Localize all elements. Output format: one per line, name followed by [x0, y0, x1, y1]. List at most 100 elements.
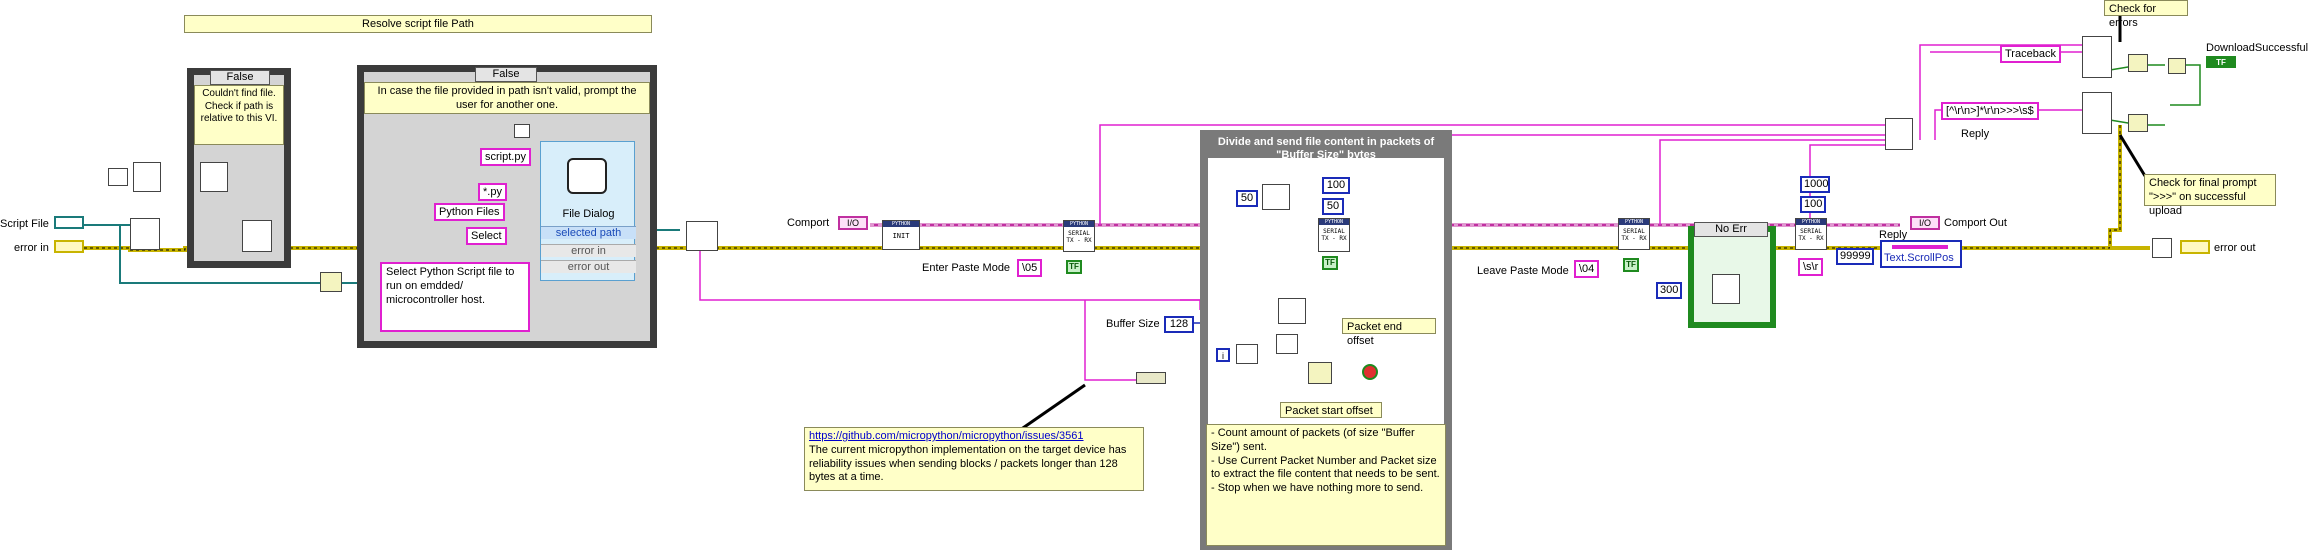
add-icon[interactable]	[1276, 334, 1298, 354]
file-exists-vi[interactable]	[242, 220, 272, 252]
const-99999[interactable]: 99999	[1836, 248, 1874, 265]
github-note: https://github.com/micropython/micropyth…	[804, 427, 1144, 491]
resolve-path-label: Resolve script file Path	[184, 15, 652, 33]
match-pattern-2[interactable]	[2082, 92, 2112, 134]
greater-icon[interactable]	[1308, 362, 1332, 384]
in-case-note: In case the file provided in path isn't …	[364, 82, 650, 114]
path-vi[interactable]	[130, 218, 160, 250]
script-py-const[interactable]: script.py	[480, 148, 531, 166]
init-vi[interactable]: PYTHON INIT	[882, 220, 920, 250]
build-array-vi[interactable]	[1885, 118, 1913, 150]
buffer-size-const[interactable]: 128	[1164, 316, 1194, 333]
cant-find-case-label: False	[226, 71, 254, 83]
cant-find-case: Couldn't find file. Check if path is rel…	[187, 68, 291, 268]
python-files-const[interactable]: Python Files	[434, 203, 505, 221]
strip-path-vi[interactable]	[133, 162, 161, 192]
path-prompt-vi[interactable]	[686, 221, 718, 251]
iteration-terminal: i	[1216, 348, 1230, 362]
enter-paste-const[interactable]: \05	[1017, 259, 1043, 277]
script-file-label: Script File	[0, 218, 49, 230]
cant-find-note: Couldn't find file. Check if path is rel…	[194, 85, 284, 145]
compare-2[interactable]	[2128, 114, 2148, 132]
const-300[interactable]: 300	[1656, 282, 1682, 299]
leave-paste-bool[interactable]: TF	[1623, 258, 1639, 272]
init-vi-tag: PYTHON	[883, 221, 919, 227]
init-vi-label: INIT	[892, 232, 910, 240]
traceback-const[interactable]: Traceback	[2000, 45, 2061, 63]
cr-const[interactable]: \s\r	[1798, 258, 1824, 276]
const-1000[interactable]: 1000	[1800, 176, 1830, 193]
compare-icon[interactable]	[320, 272, 342, 292]
serial-2-tag: PYTHON	[1319, 219, 1349, 225]
const-100a[interactable]: 100	[1322, 177, 1350, 194]
serial-4-label: SERIAL TX - RX	[1798, 228, 1824, 242]
enter-paste-bool[interactable]: TF	[1066, 260, 1082, 274]
const-100b[interactable]: 100	[1800, 196, 1826, 213]
comport-label: Comport	[787, 217, 830, 229]
folder-ref-icon[interactable]	[514, 124, 530, 138]
serial-4-tag: PYTHON	[1796, 219, 1826, 225]
file-dialog-icon	[567, 158, 607, 194]
serial-2-bool[interactable]: TF	[1322, 256, 1338, 270]
build-path-vi[interactable]	[200, 162, 228, 192]
compare-1[interactable]	[2128, 54, 2148, 72]
fd-error-out: error out	[541, 260, 636, 273]
multiply-icon[interactable]	[1236, 344, 1258, 364]
serial-tx-rx-2[interactable]: PYTHON SERIAL TX - RX	[1318, 218, 1350, 252]
error-in-terminal[interactable]	[54, 240, 84, 253]
serial-tx-rx-4[interactable]: PYTHON SERIAL TX - RX	[1795, 218, 1827, 250]
buffer-shift-register	[1136, 372, 1166, 384]
github-link[interactable]: https://github.com/micropython/micropyth…	[809, 430, 1084, 442]
comport-tag: I/O	[846, 218, 859, 228]
text-scrollpos[interactable]: Text.ScrollPos	[1880, 240, 1962, 268]
stop-icon[interactable]	[1362, 364, 1378, 380]
file-dialog[interactable]: File Dialog selected path error in error…	[540, 141, 636, 281]
merge-errors-vi[interactable]	[2152, 238, 2172, 258]
buffer-size-label: Buffer Size	[1106, 318, 1160, 330]
script-file-terminal[interactable]	[54, 216, 84, 229]
no-err-selector[interactable]: No Err	[1694, 222, 1768, 237]
error-wire	[60, 125, 2150, 252]
fd-selected-path: selected path	[541, 226, 636, 239]
select-note: Select Python Script file to run on emdd…	[380, 262, 530, 332]
const-50a[interactable]: 50	[1236, 190, 1258, 207]
comport-out-terminal[interactable]: I/O	[1910, 216, 1940, 230]
cant-find-selector[interactable]: False	[210, 70, 270, 85]
serial-1-tag: PYTHON	[1064, 221, 1094, 227]
regex-const[interactable]: [^\r\n>]*\r\n>>>\s$	[1941, 102, 2039, 120]
comport-terminal[interactable]: I/O	[838, 216, 868, 230]
serial-2-label: SERIAL TX - RX	[1321, 228, 1347, 242]
comport-out-label: Comport Out	[1944, 217, 2007, 229]
text-scrollpos-label: Text.ScrollPos	[1884, 252, 1954, 264]
match-pattern-1[interactable]	[2082, 36, 2112, 78]
serial-1-label: SERIAL TX - RX	[1066, 230, 1092, 244]
download-success-value: TF	[2216, 58, 2226, 67]
string-subset-vi[interactable]	[1278, 298, 1306, 324]
leave-paste-const[interactable]: \04	[1574, 260, 1600, 278]
count-note-2: - Use Current Packet Number and Packet s…	[1211, 454, 1440, 481]
wait-icon-2[interactable]	[1712, 274, 1740, 304]
github-note-text: The current micropython implementation o…	[809, 443, 1127, 484]
count-note-1: - Count amount of packets (of size "Buff…	[1211, 427, 1415, 453]
const-50b[interactable]: 50	[1322, 198, 1344, 215]
leave-paste-label: Leave Paste Mode	[1477, 265, 1569, 277]
count-note: - Count amount of packets (of size "Buff…	[1206, 424, 1446, 546]
in-case-case-label: False	[492, 68, 520, 80]
serial-tx-rx-1[interactable]: PYTHON SERIAL TX - RX	[1063, 220, 1095, 252]
error-out-terminal[interactable]	[2180, 240, 2210, 254]
star-py-const[interactable]: *.py	[478, 183, 507, 201]
serial-3-tag: PYTHON	[1619, 219, 1649, 225]
check-errors-note: Check for errors	[2104, 0, 2188, 29]
wait-icon[interactable]	[1262, 184, 1290, 210]
packet-start-note: Packet start offset	[1280, 402, 1382, 418]
select-const[interactable]: Select	[466, 227, 507, 245]
check-prompt-note: Check for final prompt ">>>" on successf…	[2144, 174, 2276, 217]
serial-tx-rx-3[interactable]: PYTHON SERIAL TX - RX	[1618, 218, 1650, 250]
error-in-label: error in	[14, 242, 49, 254]
in-case-selector[interactable]: False	[475, 67, 537, 82]
error-out-label: error out	[2214, 242, 2256, 254]
current-vi-path[interactable]	[108, 168, 128, 186]
and-icon[interactable]	[2168, 58, 2186, 74]
text-scrollpos-bar	[1892, 245, 1948, 249]
